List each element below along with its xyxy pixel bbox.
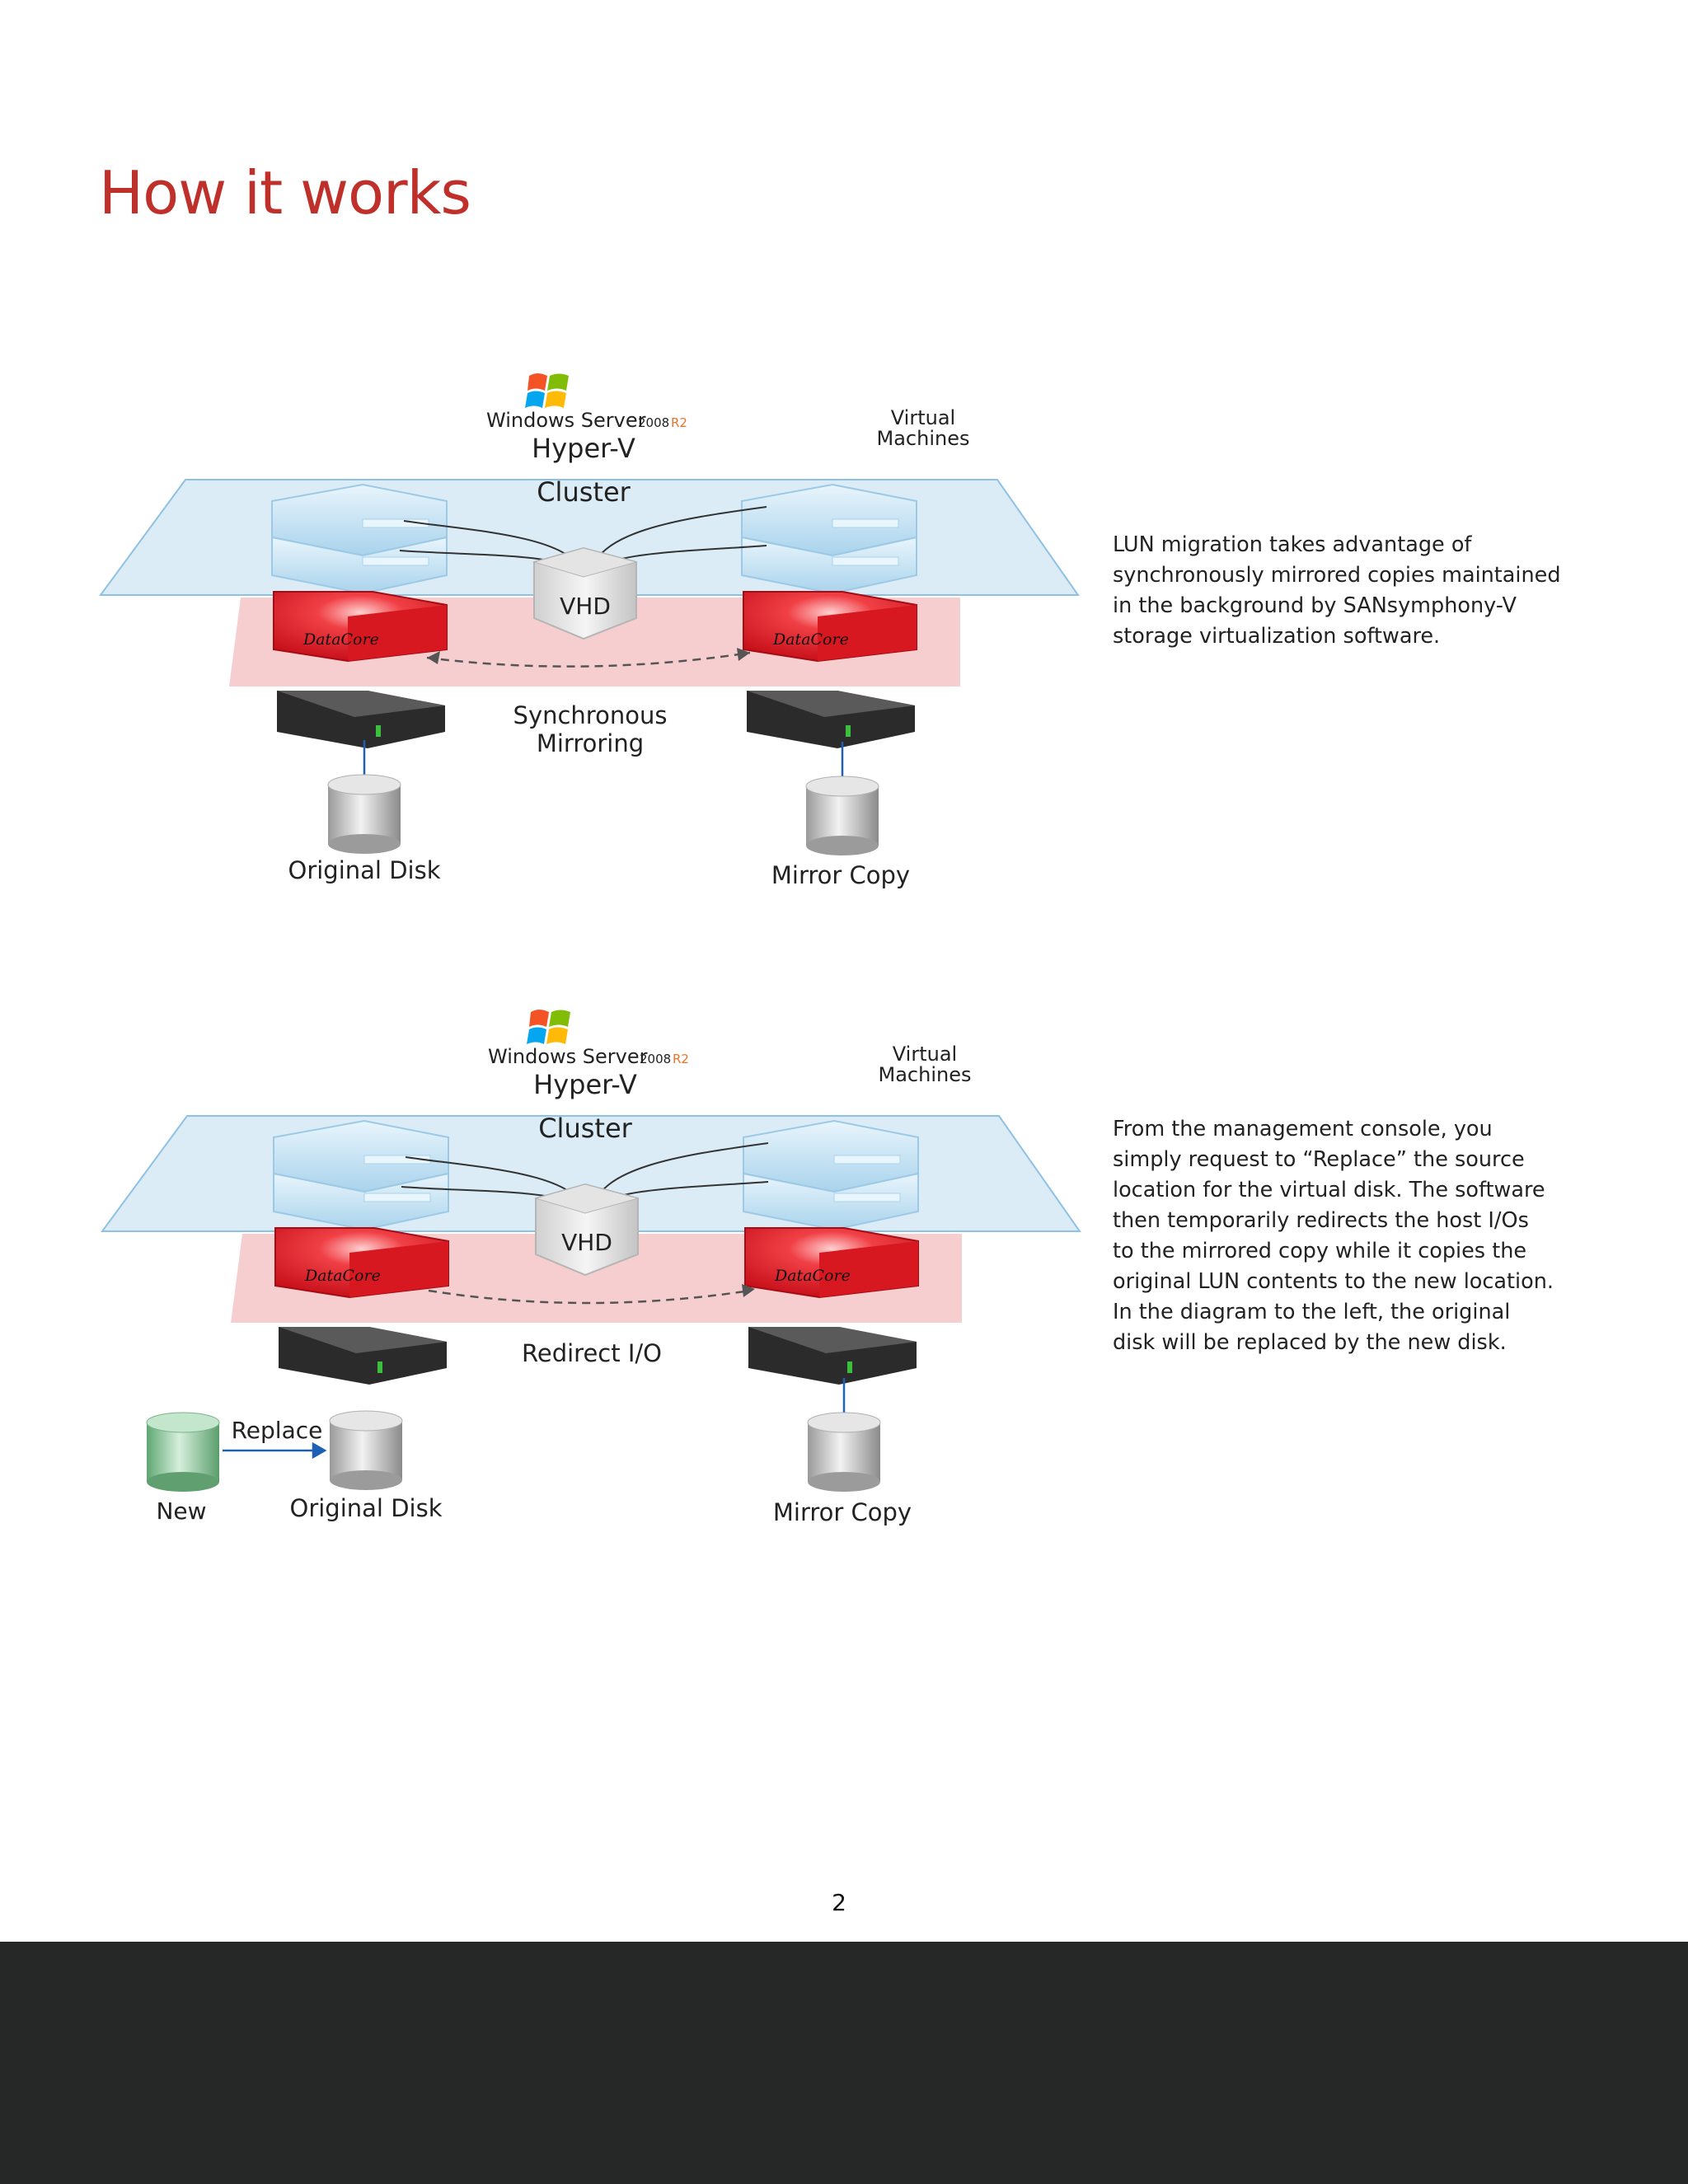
- mirror-copy-disk-icon: [805, 776, 879, 855]
- brand-windows-server: Windows Server: [488, 1045, 648, 1068]
- mirroring-label: Mirroring: [537, 729, 644, 757]
- left-host-servers-icon: [271, 483, 448, 595]
- footer-band: [0, 1942, 1688, 2184]
- desc-line: From the management console, you: [1113, 1117, 1493, 1141]
- datacore-node-left-icon: DataCore: [274, 1227, 449, 1299]
- brand-windows-server: Windows Server: [486, 409, 646, 432]
- original-disk-label: Original Disk: [290, 1494, 443, 1522]
- left-host-servers-icon: [273, 1119, 449, 1231]
- page-number: 2: [832, 1889, 846, 1916]
- desc-line: LUN migration takes advantage of: [1113, 532, 1472, 557]
- desc-line: in the background by SANsymphony-V: [1113, 593, 1517, 618]
- description-lun-migration: LUN migration takes advantage of synchro…: [1113, 530, 1574, 652]
- vhd-disk-icon: [532, 546, 638, 640]
- datacore-logo-text: DataCore: [772, 630, 849, 649]
- cluster-label: Cluster: [538, 1113, 632, 1144]
- mirroring-arrow: [426, 648, 751, 668]
- datacore-node-right-icon: DataCore: [744, 1227, 919, 1299]
- hyperv-label: Hyper-V: [533, 1069, 637, 1100]
- right-storage-server-icon: [747, 691, 915, 748]
- desc-line: storage virtualization software.: [1113, 624, 1441, 649]
- machines-label: Machines: [879, 1063, 972, 1086]
- diagram-canvas: Windows Server 2008 R2 Hyper-V Virtual M…: [99, 373, 1080, 889]
- datacore-logo-text: DataCore: [774, 1267, 851, 1285]
- machines-label: Machines: [877, 427, 970, 450]
- desc-line: original LUN contents to the new locatio…: [1113, 1269, 1554, 1294]
- windows-logo-icon: [525, 373, 569, 408]
- document-page: How it works: [91, 158, 1574, 1916]
- left-storage-server-icon: [277, 691, 445, 748]
- description-replace-process: From the management console, you simply …: [1113, 1114, 1574, 1358]
- datacore-logo-text: DataCore: [304, 1267, 381, 1285]
- brand-release: R2: [671, 415, 687, 430]
- desc-line: synchronously mirrored copies maintained: [1113, 563, 1561, 588]
- desc-line: location for the virtual disk. The softw…: [1113, 1178, 1545, 1202]
- brand-version: 2008: [638, 415, 669, 430]
- datacore-node-left-icon: DataCore: [273, 591, 448, 663]
- mirror-copy-disk-icon: [807, 1412, 881, 1492]
- datacore-logo-text: DataCore: [302, 630, 379, 649]
- synchronous-label: Synchronous: [513, 701, 668, 729]
- desc-line: In the diagram to the left, the original: [1113, 1300, 1511, 1324]
- virtual-label: Virtual: [891, 406, 955, 429]
- brand-version: 2008: [640, 1052, 671, 1066]
- mirror-copy-label: Mirror Copy: [771, 861, 910, 889]
- desc-line: then temporarily redirects the host I/Os: [1113, 1208, 1529, 1233]
- replace-label: Replace: [232, 1417, 323, 1444]
- synchronous-mirroring-diagram: Windows Server 2008 R2 Hyper-V Virtual M…: [91, 354, 1104, 915]
- new-label: New: [156, 1497, 206, 1525]
- windows-logo-icon: [527, 1010, 570, 1044]
- diagram-canvas: Windows Server 2008 R2 Hyper-V Virtual M…: [101, 1010, 1081, 1526]
- vhd-label: VHD: [560, 593, 611, 620]
- desc-line: simply request to “Replace” the source: [1113, 1147, 1525, 1172]
- original-disk-icon: [327, 774, 401, 854]
- page-title: How it works: [99, 158, 471, 227]
- original-disk-label: Original Disk: [288, 856, 441, 884]
- redirect-io-diagram: Windows Server 2008 R2 Hyper-V Virtual M…: [91, 989, 1104, 1549]
- virtual-label: Virtual: [893, 1043, 957, 1066]
- datacore-node-right-icon: DataCore: [743, 591, 917, 663]
- desc-line: disk will be replaced by the new disk.: [1113, 1330, 1507, 1355]
- mirror-copy-label: Mirror Copy: [773, 1498, 912, 1526]
- left-storage-server-icon: [279, 1327, 447, 1385]
- cluster-label: Cluster: [537, 476, 631, 508]
- original-disk-icon: [329, 1410, 403, 1490]
- hyperv-label: Hyper-V: [532, 433, 635, 464]
- redirect-arrow: [428, 1284, 755, 1305]
- vhd-disk-icon: [534, 1183, 640, 1277]
- new-disk-icon: [146, 1412, 220, 1492]
- redirect-io-label: Redirect I/O: [522, 1339, 662, 1367]
- replace-arrow: [223, 1441, 327, 1460]
- right-host-servers-icon: [743, 1119, 919, 1231]
- right-host-servers-icon: [741, 483, 917, 595]
- desc-line: to the mirrored copy while it copies the: [1113, 1239, 1527, 1263]
- right-storage-server-icon: [748, 1327, 917, 1385]
- brand-release: R2: [673, 1052, 689, 1066]
- vhd-label: VHD: [561, 1229, 612, 1256]
